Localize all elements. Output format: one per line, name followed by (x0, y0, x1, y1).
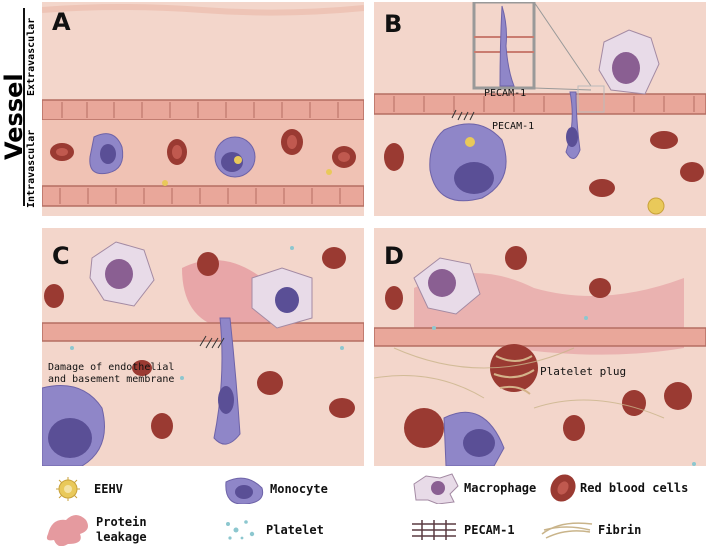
protein-leakage-icon (46, 515, 88, 546)
platelet-icon (226, 520, 255, 540)
legend-item-eehv: EEHV (48, 474, 123, 504)
legend-item-fibrin: Fibrin (540, 516, 641, 544)
panel-b: B PECAM-1 PECAM-1 (374, 2, 706, 216)
panel-a-label: A (52, 8, 71, 36)
damage-label-line1: Damage of endothelial (48, 362, 175, 373)
macrophage-icon (413, 473, 459, 504)
legend-item-protein-leakage: Protein leakage (44, 514, 168, 546)
pecam-inset-label: PECAM-1 (484, 88, 527, 99)
legend-label-macrophage: Macrophage (464, 480, 537, 495)
panel-c-illustration (42, 228, 364, 466)
side-divider (23, 8, 25, 206)
legend-label-eehv: EEHV (94, 481, 123, 496)
legend-item-pecam: PECAM-1 (408, 516, 515, 544)
eehv-icon (56, 477, 80, 501)
legend-label-red-blood-cells: Red blood cells (580, 480, 689, 495)
pecam-icon (412, 520, 456, 540)
panel-d-label: D (384, 242, 404, 270)
extravascular-label: Extravascular (26, 17, 37, 96)
legend-item-monocyte: Monocyte (220, 474, 328, 504)
panel-b-label: B (384, 10, 403, 38)
panel-c: C Damage of endothelial and basement mem… (42, 228, 364, 466)
legend-label-monocyte: Monocyte (270, 481, 328, 496)
platelet-plug-label: Platelet plug (540, 365, 627, 378)
legend-label-platelet: Platelet (266, 522, 324, 537)
legend-label-pecam: PECAM-1 (464, 522, 515, 537)
legend-item-platelet: Platelet (218, 516, 324, 544)
panel-c-label: C (52, 242, 70, 270)
damage-label-line2: and basement membrane (48, 374, 175, 385)
fibrin-icon (541, 522, 593, 539)
legend-label-fibrin: Fibrin (598, 522, 642, 537)
red-blood-cell-icon (550, 474, 576, 502)
intravascular-label: Intravascular (26, 129, 37, 208)
panel-a: A (42, 2, 364, 216)
legend-item-macrophage: Macrophage (410, 472, 536, 504)
legend-label-protein-leakage: Protein leakage (96, 515, 147, 544)
pecam-main-label: PECAM-1 (492, 121, 535, 132)
monocyte-icon (225, 477, 264, 504)
panel-d: D Platelet plug (374, 228, 706, 466)
panel-b-illustration (374, 2, 706, 216)
panel-d-illustration (374, 228, 706, 466)
legend-item-red-blood-cells: Red blood cells (548, 472, 688, 504)
panel-a-illustration (42, 2, 364, 216)
legend: EEHV Monocyte Macrophage Red blood cells… (0, 470, 708, 550)
